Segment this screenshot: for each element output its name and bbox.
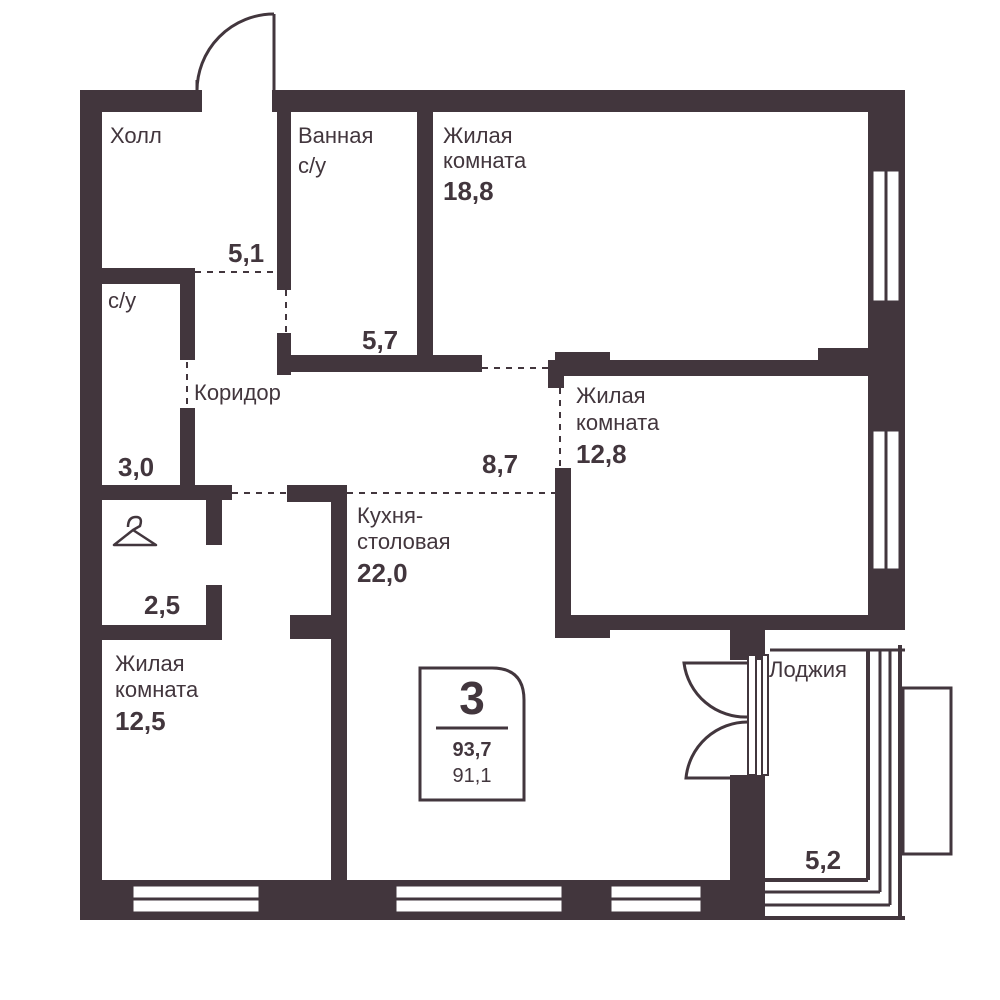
loggia-glazing xyxy=(747,630,953,920)
wall-wc-wardrobe xyxy=(100,485,232,500)
room-area-kitchen: 22,0 xyxy=(357,558,408,588)
wall-living2-left xyxy=(555,468,571,638)
room-label-living3-2: комната xyxy=(115,677,199,702)
room-label-wc: с/у xyxy=(108,288,136,313)
room-area-bathroom: 5,7 xyxy=(362,325,398,355)
wall-top-right xyxy=(272,90,905,112)
badge-living-area: 91,1 xyxy=(453,765,492,787)
room-label-kitchen-1: Кухня- xyxy=(357,503,423,528)
wall-wardrobe-right-top xyxy=(206,500,222,545)
room-label-living1-1: Жилая xyxy=(443,123,513,148)
room-area-loggia: 5,2 xyxy=(805,845,841,875)
room-label-living2-1: Жилая xyxy=(576,383,646,408)
entrance-door xyxy=(195,12,276,93)
badge-rooms: 3 xyxy=(459,672,485,724)
room-area-wardrobe: 2,5 xyxy=(144,590,180,620)
wall-wc-right-top xyxy=(180,268,195,360)
wall-loggia-left xyxy=(730,775,765,920)
room-label-bathroom-2: с/у xyxy=(298,153,326,178)
wall-living2-corner xyxy=(548,360,564,388)
wall-wc-right-bottom xyxy=(180,408,195,498)
room-area-corridor: 8,7 xyxy=(482,449,518,479)
room-label-living1-2: комната xyxy=(443,148,527,173)
room-label-kitchen-2: столовая xyxy=(357,529,451,554)
wall-wardrobe-bottom xyxy=(100,625,222,640)
room-area-living1: 18,8 xyxy=(443,176,494,206)
loggia-door-frame xyxy=(747,654,757,776)
wall-bath-living1 xyxy=(417,110,433,372)
room-label-hall: Холл xyxy=(110,123,162,148)
loggia-door xyxy=(682,661,749,780)
apartment-badge: 3 93,7 91,1 xyxy=(418,666,526,802)
loggia-ac-unit xyxy=(901,686,953,856)
room-label-corridor: Коридор xyxy=(194,380,281,405)
wall-living1-stub xyxy=(818,348,888,364)
room-label-living2-2: комната xyxy=(576,410,660,435)
room-area-wc: 3,0 xyxy=(118,452,154,482)
wall-kitchen-stub xyxy=(290,615,340,639)
hanger-icon xyxy=(112,515,158,547)
room-area-living3: 12,5 xyxy=(115,706,166,736)
openings xyxy=(186,271,561,494)
wall-bath-bottom xyxy=(277,355,482,372)
interior-walls xyxy=(100,110,905,920)
room-label-living3-1: Жилая xyxy=(115,651,185,676)
wall-top-left xyxy=(80,90,202,112)
wall-living1-living2 xyxy=(555,360,905,376)
wall-hall-wc xyxy=(100,268,195,284)
room-label-bathroom-1: Ванная xyxy=(298,123,373,148)
wall-loggia-top-left xyxy=(730,615,770,660)
wall-kitchen-living3 xyxy=(331,485,347,885)
room-label-loggia: Лоджия xyxy=(769,657,847,682)
wall-left xyxy=(80,90,102,920)
windows xyxy=(130,168,902,915)
badge-total-area: 93,7 xyxy=(453,739,492,761)
room-area-living2: 12,8 xyxy=(576,439,627,469)
wall-hall-bath xyxy=(277,110,291,290)
room-area-hall: 5,1 xyxy=(228,238,264,268)
